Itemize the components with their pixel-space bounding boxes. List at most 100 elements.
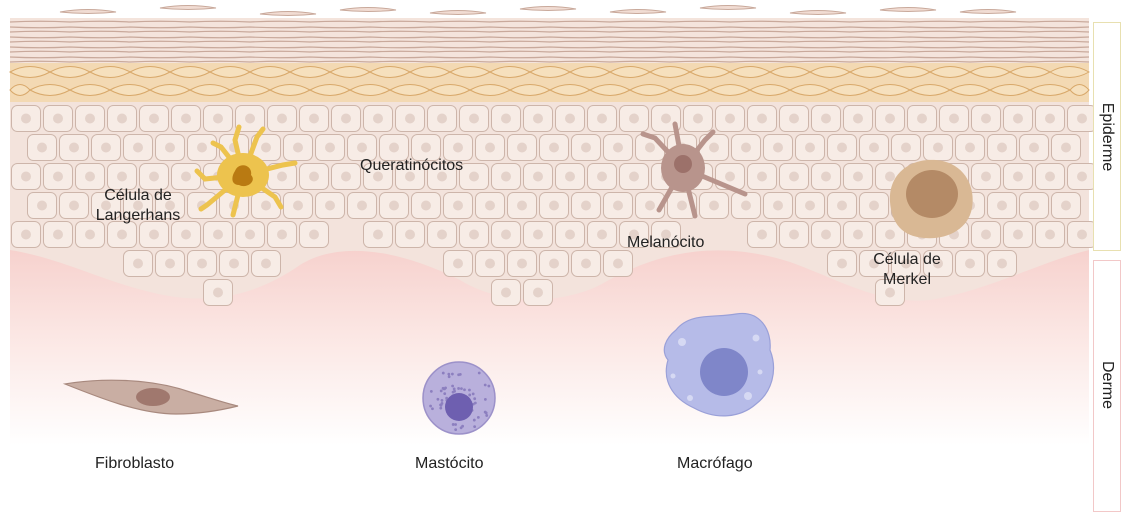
mastocyte-granule [453,388,456,391]
keratinocyte-nucleus [117,230,127,240]
keratinocyte-nucleus [741,143,751,153]
keratinocyte-nucleus [85,114,95,124]
keratinocyte-nucleus [629,172,639,182]
keratinocyte-nucleus [85,230,95,240]
mastocyte-granule [473,425,476,428]
keratinocyte-nucleus [773,201,783,211]
keratinocyte-nucleus [1045,172,1055,182]
keratinocyte-nucleus [997,259,1007,269]
corneum-flake [260,12,316,16]
keratinocyte-nucleus [101,143,111,153]
keratinocyte-nucleus [981,172,991,182]
derme-label: Derme [1098,355,1116,415]
keratinocyte-nucleus [533,288,543,298]
keratinocyte-nucleus [709,201,719,211]
melanocito-label: Melanócito [627,233,704,253]
mastocyte-granule [429,405,432,408]
mastocyte-granule [472,392,475,395]
keratinocyte-nucleus [949,114,959,124]
mastocyte-granule [473,397,476,400]
keratinocyte-nucleus [1045,114,1055,124]
keratinocyte-nucleus [453,259,463,269]
keratinocyte-nucleus [597,172,607,182]
keratinocyte-nucleus [997,143,1007,153]
keratinocyte-nucleus [53,172,63,182]
keratinocyte-nucleus [917,114,927,124]
mastocyte-granule [487,385,490,388]
keratinocyte-nucleus [853,230,863,240]
mastocyte-granule [468,394,471,397]
keratinocyte-nucleus [1077,114,1087,124]
keratinocyte-nucleus [501,172,511,182]
keratinocyte-nucleus [21,172,31,182]
keratinocyte-nucleus [613,259,623,269]
keratinocyte-nucleus [821,172,831,182]
keratinocyte-nucleus [277,114,287,124]
mastocyte-granule [454,423,457,426]
keratinocyte-nucleus [181,114,191,124]
corneum-flake [430,11,486,15]
keratinocyte-nucleus [1013,230,1023,240]
keratinocyte-nucleus [261,143,271,153]
mastocyte-granule [448,375,451,378]
keratinocyte-nucleus [469,230,479,240]
keratinocyte-nucleus [85,172,95,182]
langerhans-label: Célula de Langerhans [78,186,198,226]
mastocyte-granule [431,407,434,410]
keratinocyte-nucleus [789,114,799,124]
keratinocyte-nucleus [309,114,319,124]
keratinocyte-nucleus [629,114,639,124]
keratinocyte-nucleus [869,201,879,211]
corneum-flake [960,10,1016,14]
keratinocyte-nucleus [373,114,383,124]
keratinocyte-nucleus [757,114,767,124]
keratinocyte-nucleus [501,288,511,298]
keratinocyte-nucleus [533,230,543,240]
keratinocyte-nucleus [405,230,415,240]
mastocyte-granule [457,373,460,376]
keratinocyte-nucleus [341,172,351,182]
keratinocyte-nucleus [437,230,447,240]
keratinocyte-nucleus [245,230,255,240]
keratinocyte-nucleus [757,230,767,240]
keratinocyte-nucleus [245,114,255,124]
keratinocyte-nucleus [37,201,47,211]
corneum-flake [340,8,396,12]
keratinocyte-nucleus [789,230,799,240]
keratinocyte-nucleus [869,143,879,153]
keratinocyte-nucleus [709,143,719,153]
mastocyte-granule [443,392,446,395]
merkel-cell [890,160,973,238]
keratinocyte-nucleus [325,201,335,211]
keratinocyte-nucleus [421,143,431,153]
mastocito-label: Mastócito [415,454,483,474]
keratinocyte-nucleus [885,114,895,124]
mastocyte-granule [451,373,454,376]
keratinocyte-nucleus [485,259,495,269]
keratinocyte-nucleus [821,230,831,240]
mastocyte-granule [485,414,488,417]
keratinocyte-nucleus [661,114,671,124]
keratinocyte-nucleus [53,230,63,240]
corneum-flake [880,8,936,12]
keratinocyte-nucleus [293,143,303,153]
keratinocyte-nucleus [789,172,799,182]
keratinocyte-nucleus [757,172,767,182]
keratinocyte-nucleus [21,230,31,240]
keratinocyte-nucleus [389,201,399,211]
mastocyte-granule [478,372,481,375]
keratinocyte-nucleus [149,230,159,240]
keratinocyte-nucleus [645,201,655,211]
merkel-label-line2: Merkel [852,270,962,290]
keratinocyte-nucleus [837,201,847,211]
keratinocyte-nucleus [1077,172,1087,182]
mastocyte-granule [454,428,457,431]
keratinocyte-nucleus [901,143,911,153]
mastocyte-granule [477,416,480,419]
keratinocyte-nucleus [965,259,975,269]
keratinocyte-nucleus [149,172,159,182]
keratinocyte-nucleus [341,114,351,124]
corneum-flake [520,7,576,11]
keratinocyte-nucleus [453,201,463,211]
keratinocyte-nucleus [213,114,223,124]
